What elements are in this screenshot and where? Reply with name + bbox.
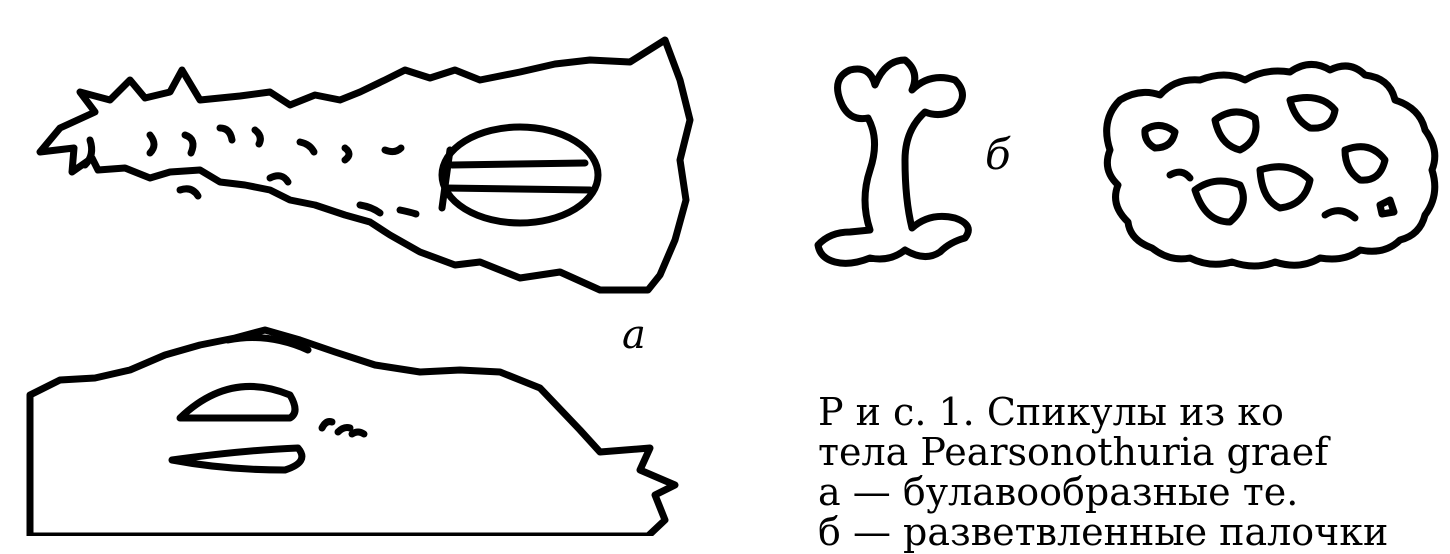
club-spicule-bottom [30, 330, 675, 536]
club-spicule-top [40, 40, 690, 290]
caption-line-3: а — булавообразные те. [818, 472, 1450, 512]
figure-label-a: a [622, 312, 646, 358]
caption-line-2: тела Pearsonothuria graef [818, 432, 1450, 472]
caption-line-4: б — разветвленные палочки [818, 512, 1450, 552]
caption-line-1: Р и с. 1. Спикулы из ко [818, 392, 1450, 432]
figure-caption: Р и с. 1. Спикулы из ко тела Pearsonothu… [818, 392, 1450, 552]
branched-spicule-rosette [1107, 64, 1435, 266]
figure-label-b: б [985, 130, 1011, 179]
branched-spicule-rod [818, 60, 968, 263]
